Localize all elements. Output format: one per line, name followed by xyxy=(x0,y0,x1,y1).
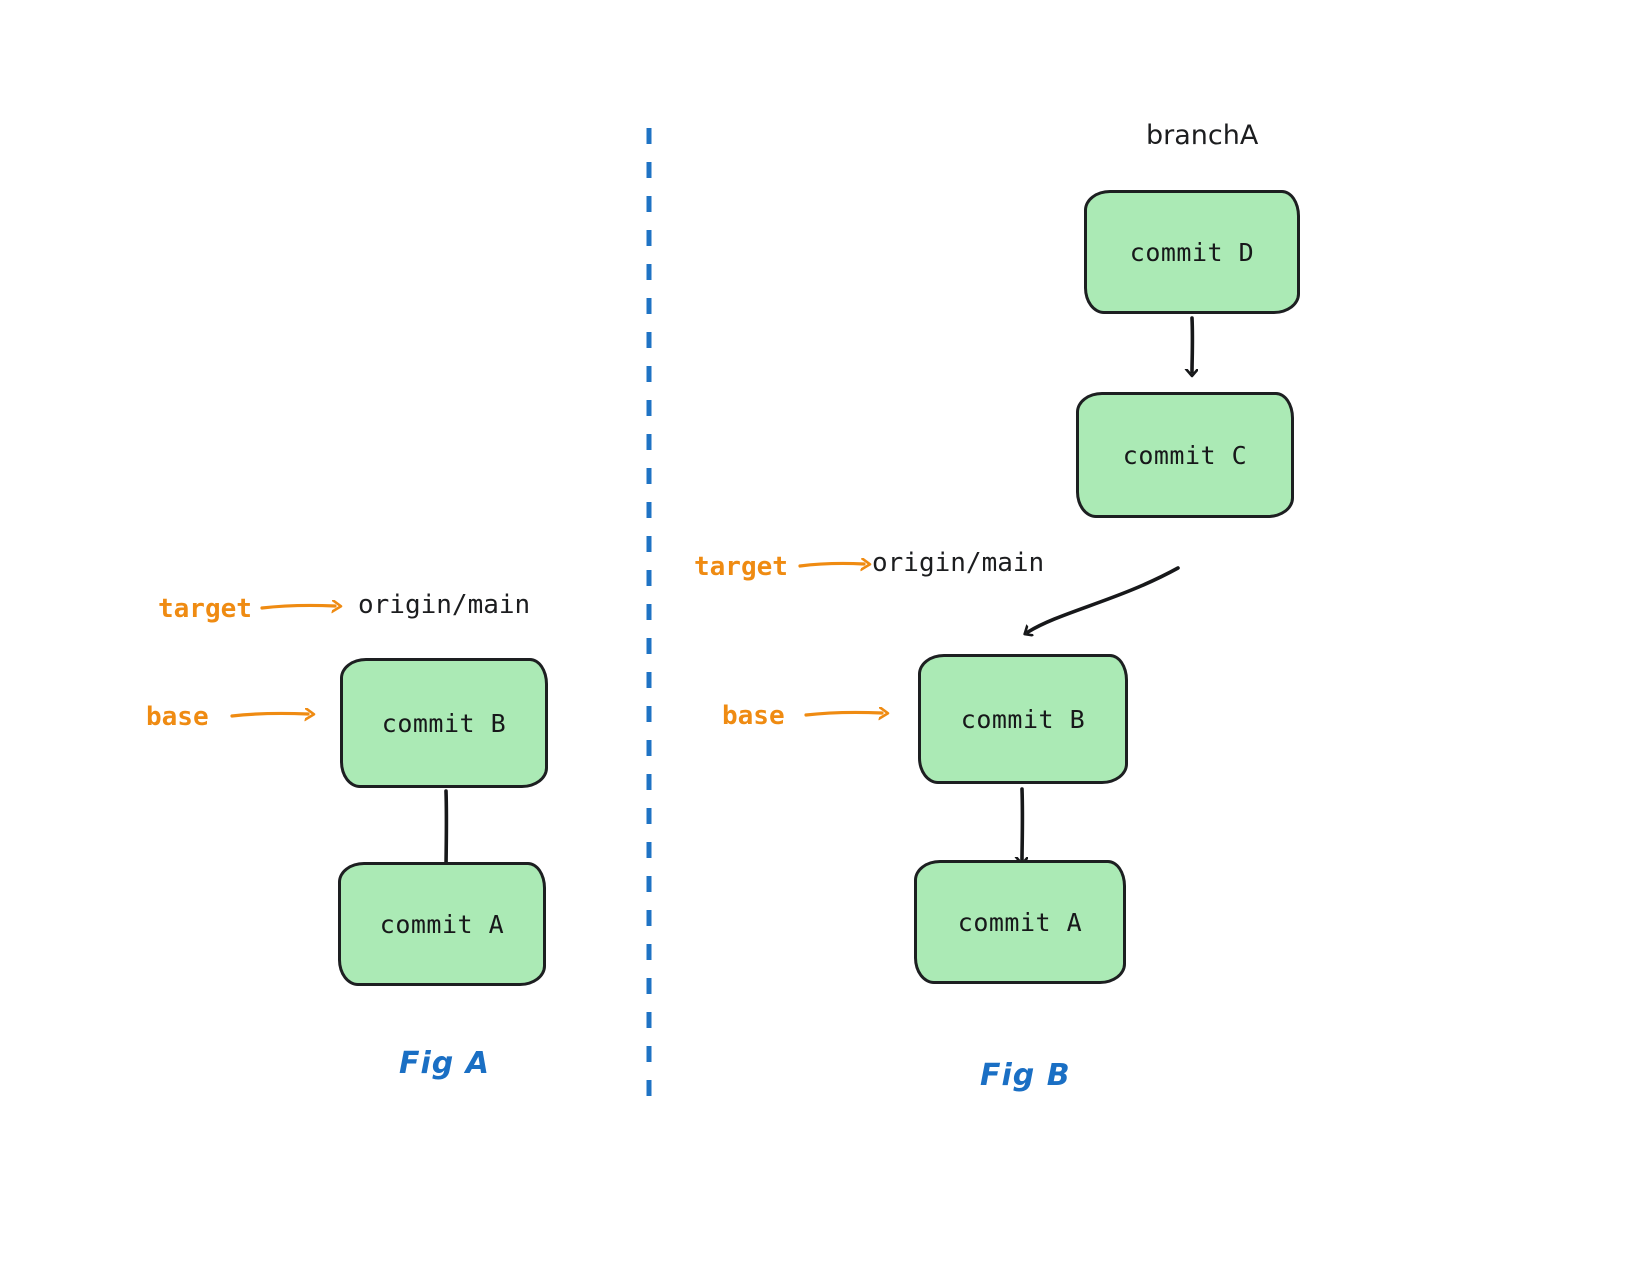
commit-node-c-fig-b[interactable]: commit C xyxy=(1076,392,1294,518)
commit-node-a-fig-a[interactable]: commit A xyxy=(338,862,546,986)
pointer-label-base-fig-a: base xyxy=(146,702,209,732)
commit-node-label: commit C xyxy=(1122,440,1248,470)
commit-node-label: commit B xyxy=(960,704,1086,734)
branch-label-origin-main-fig-b: origin/main xyxy=(872,548,1045,578)
arrow-commit-c-to-b-fig-b xyxy=(1028,566,1180,632)
arrow-base-fig-a xyxy=(230,713,308,716)
arrow-target-fig-b xyxy=(798,563,864,566)
arrow-base-fig-b xyxy=(804,712,882,715)
commit-node-b-fig-a[interactable]: commit B xyxy=(340,658,548,788)
branch-label-brancha-fig-b: branchA xyxy=(1146,120,1259,151)
commit-node-label: commit A xyxy=(957,907,1083,937)
branch-label-origin-main-fig-a: origin/main xyxy=(358,590,531,620)
pointer-label-target-fig-a: target xyxy=(158,594,252,624)
commit-node-b-fig-b[interactable]: commit B xyxy=(918,654,1128,784)
arrow-target-fig-a xyxy=(260,605,335,608)
fig-caption-a: Fig A xyxy=(399,1046,490,1081)
pointer-label-base-fig-b: base xyxy=(722,701,785,731)
commit-node-label: commit A xyxy=(379,909,505,939)
commit-node-d-fig-b[interactable]: commit D xyxy=(1084,190,1300,314)
commit-node-a-fig-b[interactable]: commit A xyxy=(914,860,1126,984)
fig-caption-b: Fig B xyxy=(980,1058,1071,1093)
commit-node-label: commit D xyxy=(1129,237,1255,267)
commit-node-label: commit B xyxy=(381,708,507,738)
pointer-label-target-fig-b: target xyxy=(694,552,788,582)
